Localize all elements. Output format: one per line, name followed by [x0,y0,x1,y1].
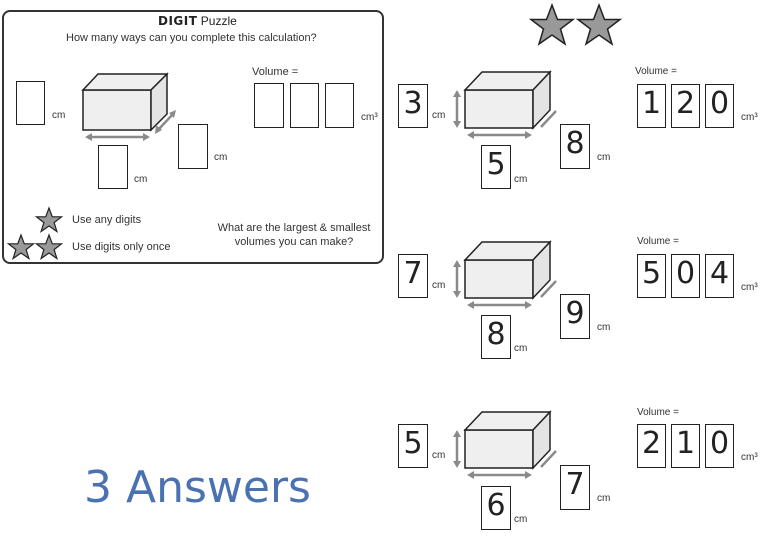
answer-2-volume-digit-2: 0 [671,254,700,298]
answer-3-width: 6 [481,486,511,530]
star-icon [575,2,623,46]
answer-3-volume-unit: cm³ [741,452,758,463]
difficulty-2-text: Use digits only once [72,241,171,253]
depth-unit: cm [214,152,228,163]
answer-2-depth-unit: cm [597,322,611,333]
volume-unit: cm³ [361,112,378,123]
width-unit: cm [134,174,148,185]
answer-1-volume-digit-2: 2 [671,84,700,128]
answer-2-height-unit: cm [432,280,446,291]
answer-1-volume-unit: cm³ [741,112,758,123]
answer-3-volume-digit-2: 1 [671,424,700,468]
answer-2-volume-digit-3: 4 [705,254,734,298]
answers-count-heading: 3 Answers [84,462,311,513]
answer-1-volume-label: Volume = [635,66,677,77]
answer-1-width-unit: cm [514,174,528,185]
volume-blank-2 [290,83,319,128]
answer-2-width: 8 [481,315,511,359]
answer-2-volume-digit-1: 5 [637,254,666,298]
answer-3-cuboid [453,410,557,479]
answer-3-height-unit: cm [432,450,446,461]
answer-1-volume-digit-3: 0 [705,84,734,128]
prompt-text: What are the largest & smallest volumes … [217,222,371,248]
answer-2-width-unit: cm [514,343,528,354]
puzzle-title: DIGIT Puzzle [152,14,243,28]
depth-blank [178,124,208,169]
star-icon [528,2,576,46]
answer-3-depth-unit: cm [597,493,611,504]
answer-3-width-unit: cm [514,514,528,525]
answer-3-height: 5 [398,424,428,468]
answer-3-depth: 7 [560,465,590,510]
answer-2-cuboid [453,240,557,309]
puzzle-cuboid [81,72,176,141]
height-blank [16,81,45,125]
puzzle-title-rest: Puzzle [200,14,237,28]
volume-blank-3 [325,83,354,128]
answer-1-depth-unit: cm [597,152,611,163]
answer-1-cuboid [453,70,557,139]
answer-2-height: 7 [398,254,428,298]
answer-1-depth: 8 [560,124,590,169]
width-blank [98,145,128,189]
answer-2-volume-unit: cm³ [741,282,758,293]
difficulty-1-text: Use any digits [72,214,142,226]
answer-2-volume-label: Volume = [637,236,679,247]
puzzle-question: How many ways can you complete this calc… [66,32,317,44]
two-stars-icon [6,233,64,260]
volume-label: Volume = [252,66,299,78]
answer-2-depth: 9 [560,294,590,339]
height-unit: cm [52,110,66,121]
puzzle-title-bold: DIGIT [158,14,198,28]
answer-3-volume-digit-3: 0 [705,424,734,468]
one-star-icon [34,206,64,233]
answer-1-volume-digit-1: 1 [637,84,666,128]
answer-1-height: 3 [398,84,428,128]
answer-3-volume-digit-1: 2 [637,424,666,468]
answer-1-width: 5 [481,145,511,189]
answer-3-volume-label: Volume = [637,407,679,418]
volume-blank-1 [254,83,284,128]
difficulty-stars-header [528,2,623,46]
answer-1-height-unit: cm [432,110,446,121]
